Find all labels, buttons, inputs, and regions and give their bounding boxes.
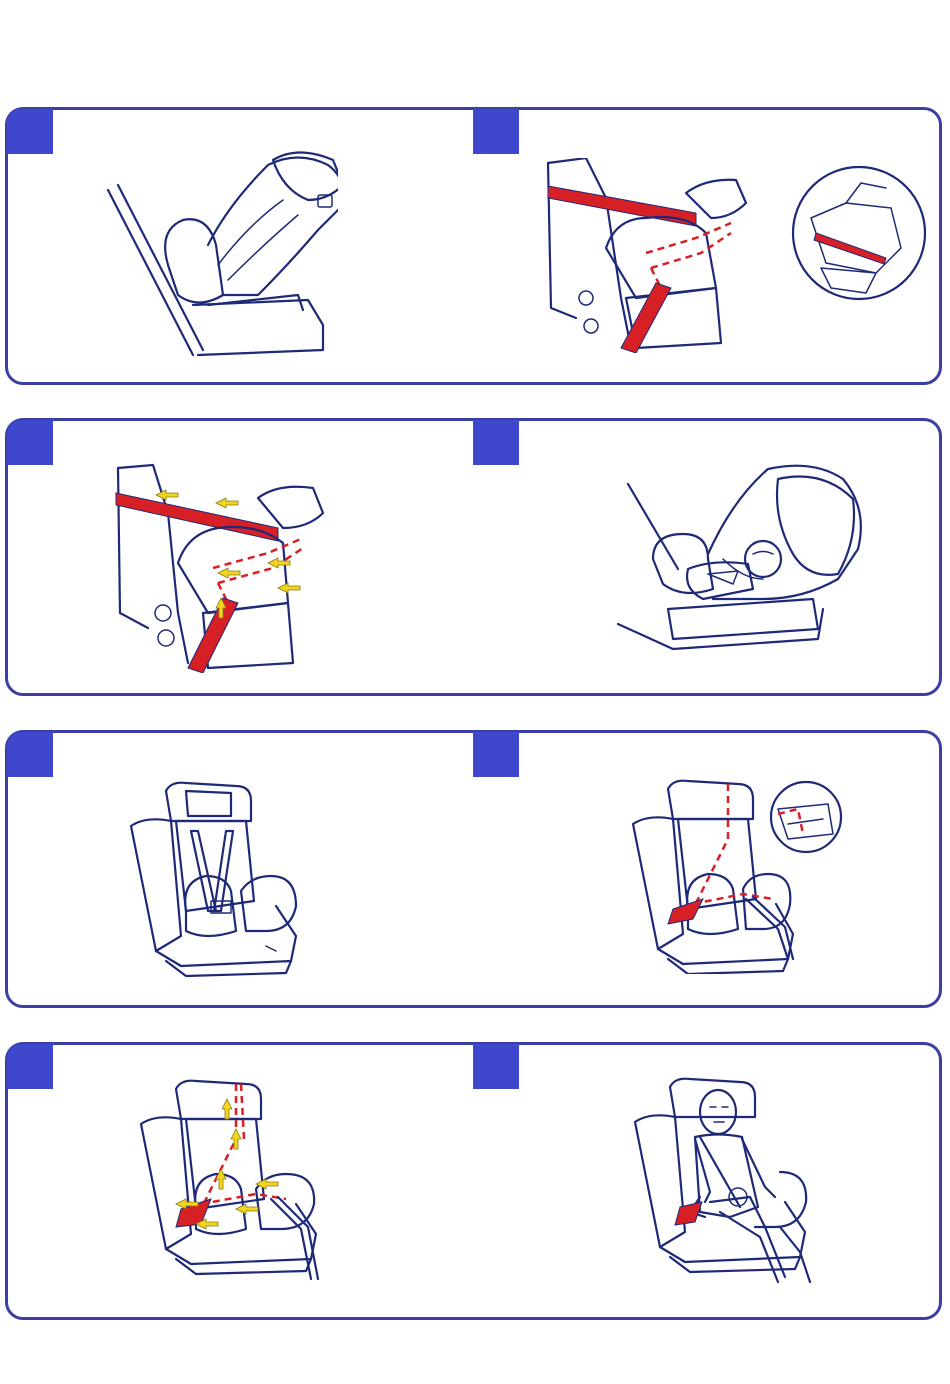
step-badge bbox=[7, 109, 53, 154]
forward-facing-belt-routing-inset bbox=[628, 779, 848, 974]
step-badge bbox=[7, 1044, 53, 1089]
step-badge bbox=[473, 732, 519, 777]
infant-in-rear-facing-seat bbox=[613, 459, 873, 659]
belt-tightening-arrows-illustration bbox=[108, 463, 338, 673]
instruction-panel-1 bbox=[5, 107, 942, 385]
forward-belt-tightening-arrows bbox=[136, 1079, 336, 1284]
step-badge bbox=[473, 420, 519, 465]
forward-facing-seat-illustration bbox=[126, 781, 306, 981]
step-badge bbox=[7, 420, 53, 465]
instruction-panel-4 bbox=[5, 1042, 942, 1320]
step-badge bbox=[7, 732, 53, 777]
belt-routing-with-detail-inset bbox=[546, 158, 926, 353]
rear-facing-seat-illustration bbox=[98, 145, 338, 360]
step-badge bbox=[473, 109, 519, 154]
instruction-panel-2 bbox=[5, 418, 942, 696]
step-badge bbox=[473, 1044, 519, 1089]
instruction-panel-3 bbox=[5, 730, 942, 1008]
child-in-forward-facing-seat bbox=[630, 1077, 830, 1287]
